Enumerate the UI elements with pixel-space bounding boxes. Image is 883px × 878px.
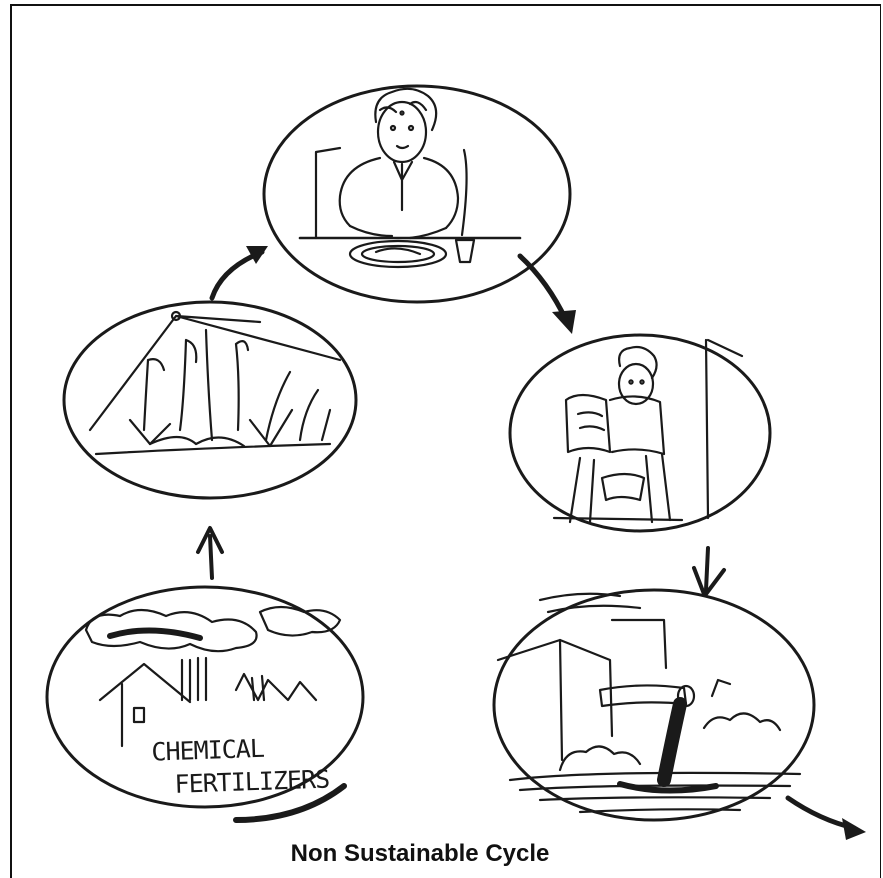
stage-factory (45, 585, 365, 809)
person-toilet-icon (552, 338, 744, 524)
diagram-caption: Non Sustainable Cycle (290, 840, 550, 867)
crops-spray-icon (88, 310, 342, 456)
figure-frame (10, 4, 881, 878)
arrow-crops-to-eating (209, 246, 268, 301)
sewage-circle (492, 588, 816, 822)
cycle-arrows (196, 246, 866, 840)
stage-crops (62, 300, 358, 500)
factory-icon (84, 605, 342, 748)
chemical-fertilizers-label: CHEMICAL FERTILIZERS (151, 728, 363, 801)
arrow-eating-to-toilet (517, 253, 576, 334)
factory-circle (45, 585, 365, 809)
crops-circle (62, 300, 358, 500)
arrow-toilet-to-sewage (692, 546, 726, 596)
arrow-factory-outflow (233, 783, 347, 823)
person-eating-icon (298, 87, 522, 269)
stage-eating (262, 84, 572, 304)
sewage-pipe-icon (496, 592, 802, 814)
arrow-sewage-outflow (785, 795, 866, 840)
eating-circle (262, 84, 572, 304)
stage-sewage (492, 588, 816, 822)
toilet-circle (508, 333, 772, 533)
arrow-factory-to-crops (196, 526, 224, 580)
stage-toilet (508, 333, 772, 533)
